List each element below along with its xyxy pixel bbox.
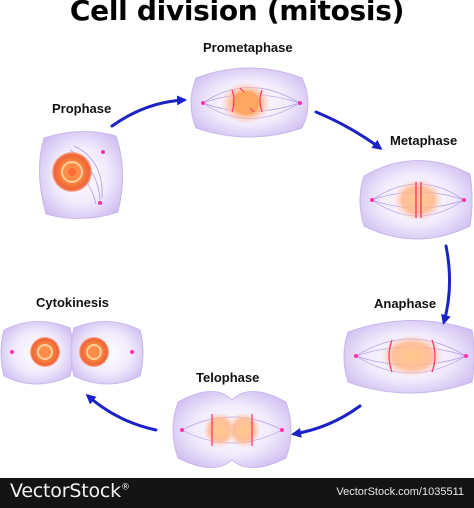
- cycle-arrows: [85, 95, 452, 438]
- cell-prophase: [38, 130, 124, 220]
- arrow-prometaphase-to-metaphase: [314, 110, 383, 150]
- image-credit: VectorStock.com/1035511: [336, 486, 464, 498]
- brand-logo: VectorStock®: [10, 480, 130, 502]
- footer-bar: VectorStock® VectorStock.com/1035511: [0, 478, 474, 508]
- cell-prometaphase: [190, 67, 309, 138]
- diagram-canvas: [0, 67, 474, 468]
- diagram-title: Cell division (mitosis): [69, 0, 405, 27]
- label-prometaphase: Prometaphase: [203, 40, 293, 55]
- cell-telophase: [172, 391, 292, 468]
- label-anaphase: Anaphase: [374, 296, 437, 311]
- mitosis-diagram: Cell division (mitosis) Prophase Prometa…: [0, 0, 474, 468]
- label-telophase: Telophase: [196, 370, 260, 385]
- label-prophase: Prophase: [52, 101, 112, 116]
- registered-mark: ®: [120, 482, 130, 493]
- label-cytokinesis: Cytokinesis: [36, 295, 109, 310]
- cell-cytokinesis: [0, 320, 144, 385]
- arrow-metaphase-to-anaphase: [441, 244, 452, 325]
- arrow-telophase-to-cytokinesis: [85, 394, 158, 432]
- arrow-anaphase-to-telophase: [291, 404, 362, 438]
- cell-metaphase: [359, 160, 473, 240]
- cell-anaphase: [343, 320, 474, 394]
- arrow-prophase-to-prometaphase: [110, 95, 187, 128]
- label-metaphase: Metaphase: [390, 133, 458, 148]
- brand-name: VectorStock: [10, 480, 121, 502]
